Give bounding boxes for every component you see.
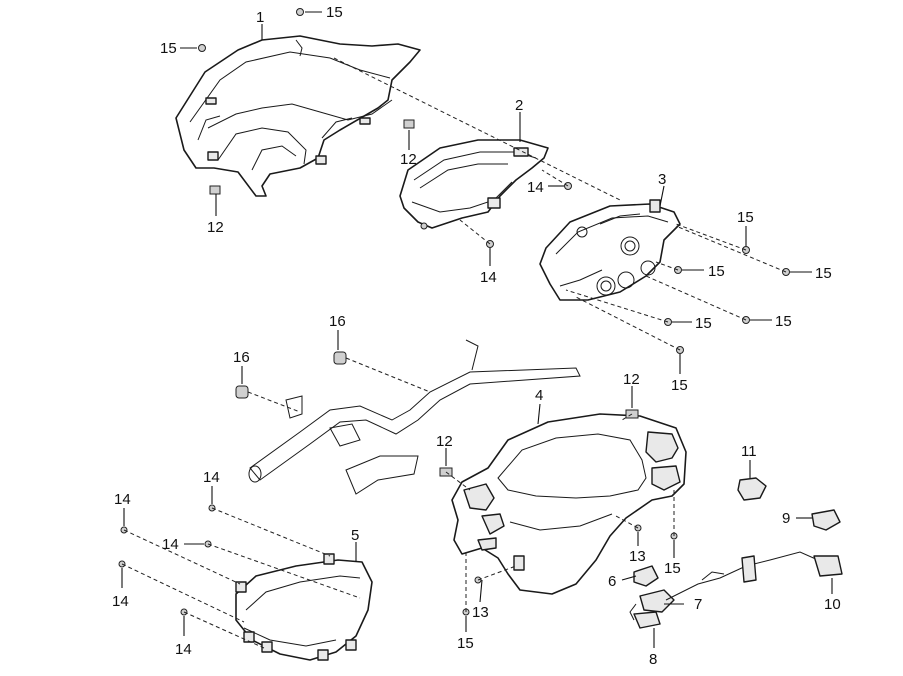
callout-labels: 1 15 15 2 3 12 12 14 14 15 15 15 15 15 1… <box>112 4 841 668</box>
label-4: 4 <box>535 387 543 404</box>
label-10: 10 <box>824 596 841 613</box>
label-15: 15 <box>695 315 712 332</box>
label-16: 16 <box>233 349 250 366</box>
label-14: 14 <box>175 641 192 658</box>
part-1-front-cover <box>175 35 421 197</box>
part-6-switch <box>633 565 659 587</box>
part-4-handlebar-rear-cover <box>451 413 687 595</box>
label-15: 15 <box>160 40 177 57</box>
part-7-switch-assembly <box>629 589 675 621</box>
label-15: 15 <box>671 377 688 394</box>
label-14: 14 <box>480 269 497 286</box>
label-14: 14 <box>527 179 544 196</box>
label-14: 14 <box>162 536 179 553</box>
label-1: 1 <box>256 9 264 26</box>
label-8: 8 <box>649 651 657 668</box>
handlebar-tube <box>248 339 581 495</box>
label-13: 13 <box>472 604 489 621</box>
label-15: 15 <box>708 263 725 280</box>
label-13: 13 <box>629 548 646 565</box>
part-9-connector <box>811 509 841 531</box>
label-14: 14 <box>203 469 220 486</box>
label-15: 15 <box>664 560 681 577</box>
label-16: 16 <box>329 313 346 330</box>
part-2-bracket-frame <box>399 139 549 230</box>
label-6: 6 <box>608 573 616 590</box>
label-15: 15 <box>457 635 474 652</box>
part-3-headlight-housing <box>539 199 681 301</box>
label-14: 14 <box>112 593 129 610</box>
part-11-cap <box>737 477 767 501</box>
label-11: 11 <box>741 443 757 460</box>
part-10-wire-harness <box>665 551 843 601</box>
label-12: 12 <box>207 219 224 236</box>
label-15: 15 <box>737 209 754 226</box>
part-5-lower-cover <box>235 553 373 661</box>
label-5: 5 <box>351 527 359 544</box>
label-7: 7 <box>694 596 702 613</box>
label-2: 2 <box>515 97 523 114</box>
part-8-switch <box>633 611 661 629</box>
label-12: 12 <box>436 433 453 450</box>
label-15: 15 <box>815 265 832 282</box>
label-9: 9 <box>782 510 790 527</box>
label-14: 14 <box>114 491 131 508</box>
label-3: 3 <box>658 171 666 188</box>
label-12: 12 <box>623 371 640 388</box>
label-15: 15 <box>775 313 792 330</box>
assembly-lines <box>121 57 787 649</box>
leader-lines <box>121 11 833 648</box>
label-12: 12 <box>400 151 417 168</box>
label-15: 15 <box>326 4 343 21</box>
